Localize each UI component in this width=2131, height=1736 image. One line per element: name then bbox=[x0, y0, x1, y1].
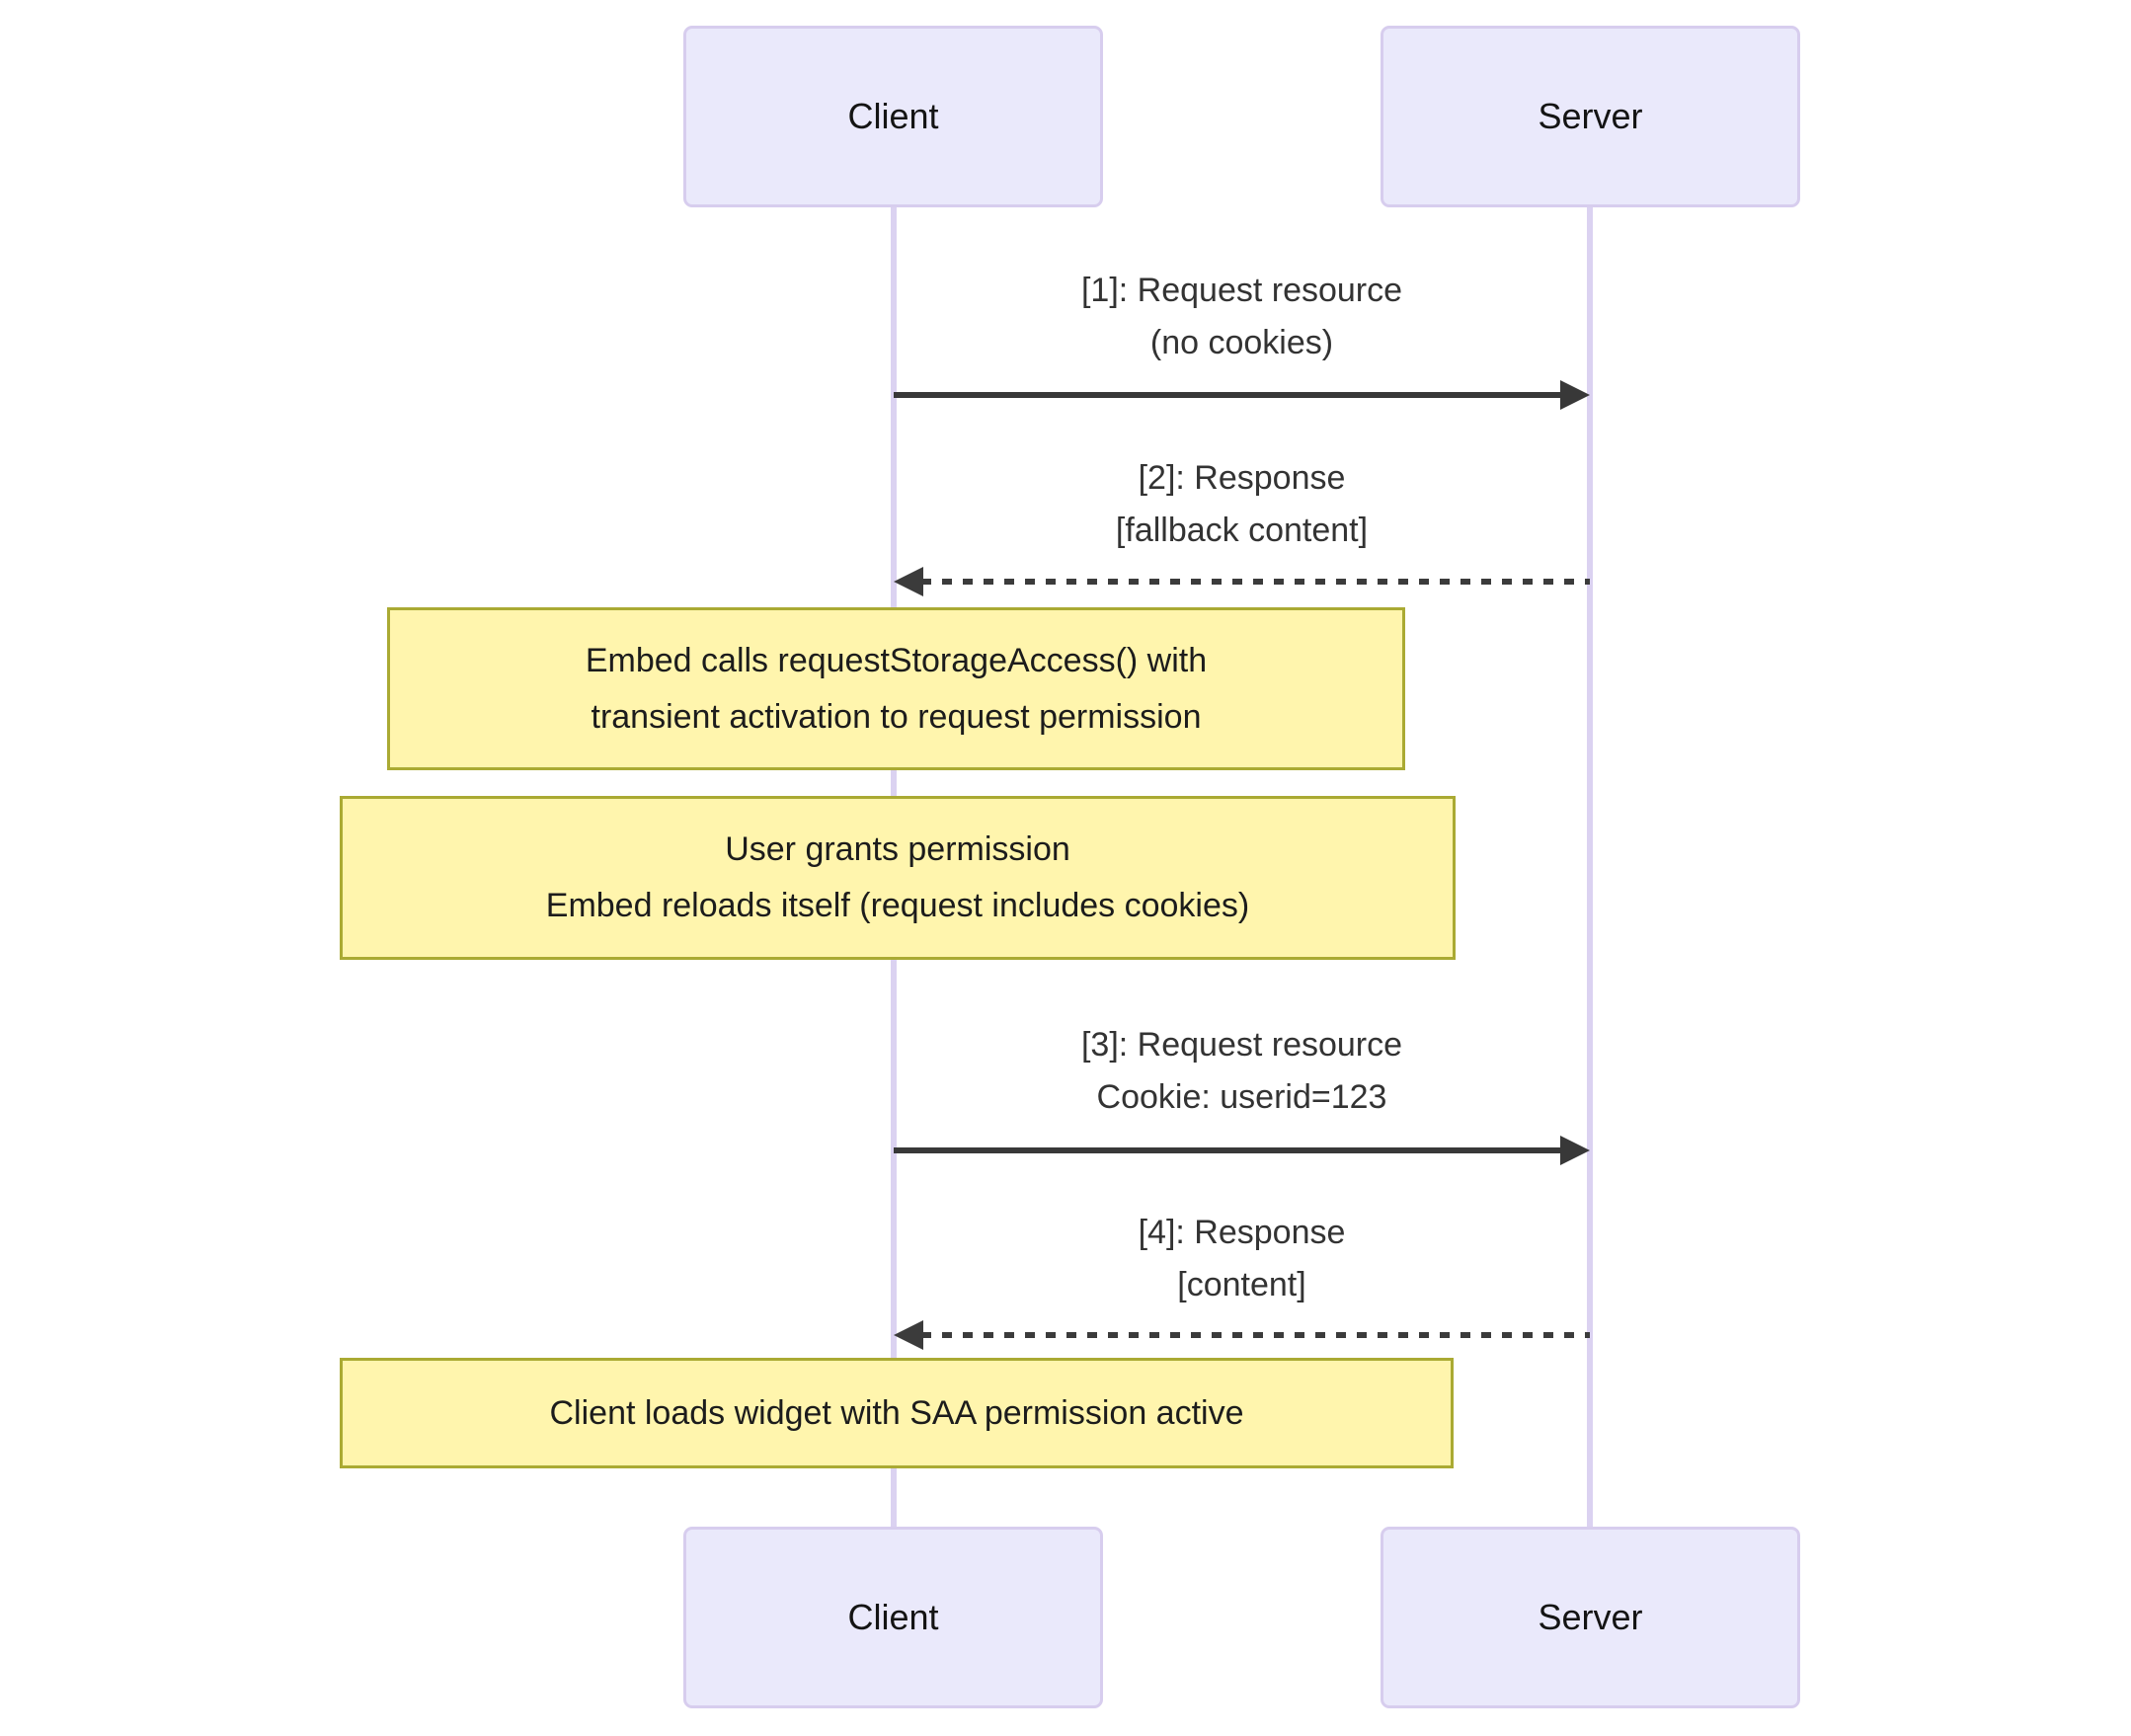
message-1-label: [1]: Request resource (no cookies) bbox=[894, 265, 1590, 369]
note-1-line-1: Embed calls requestStorageAccess() with bbox=[585, 641, 1208, 679]
server-lifeline bbox=[1587, 207, 1593, 1527]
message-2-line-2: [fallback content] bbox=[1115, 512, 1369, 549]
solid-line bbox=[894, 1147, 1562, 1153]
actor-box-server-bottom: Server bbox=[1381, 1527, 1800, 1708]
note-user-grants: User grants permission Embed reloads its… bbox=[340, 796, 1456, 960]
note-2-line-1: User grants permission bbox=[725, 830, 1070, 868]
note-3-line-1: Client loads widget with SAA permission … bbox=[549, 1393, 1244, 1432]
actor-label-client: Client bbox=[847, 96, 939, 136]
arrowhead-right-icon bbox=[1560, 1136, 1590, 1165]
message-2-label: [2]: Response [fallback content] bbox=[894, 452, 1590, 557]
actor-box-client-top: Client bbox=[683, 26, 1103, 207]
note-widget-loaded: Client loads widget with SAA permission … bbox=[340, 1358, 1454, 1468]
arrowhead-left-icon bbox=[894, 1320, 923, 1350]
message-3-label: [3]: Request resource Cookie: userid=123 bbox=[894, 1019, 1590, 1124]
message-1-line-2: (no cookies) bbox=[1149, 324, 1334, 361]
actor-label-server: Server bbox=[1538, 1597, 1643, 1637]
note-storage-access: Embed calls requestStorageAccess() with … bbox=[387, 607, 1405, 770]
dashed-line bbox=[921, 579, 1590, 585]
message-1-line-1: [1]: Request resource bbox=[1080, 272, 1403, 309]
message-3-line-1: [3]: Request resource bbox=[1080, 1026, 1403, 1064]
message-4-label: [4]: Response [content] bbox=[894, 1207, 1590, 1311]
note-1-line-2: transient activation to request permissi… bbox=[591, 697, 1202, 736]
arrowhead-left-icon bbox=[894, 567, 923, 596]
solid-line bbox=[894, 392, 1562, 398]
dashed-line bbox=[921, 1332, 1590, 1338]
message-4-line-2: [content] bbox=[1177, 1266, 1306, 1303]
note-2-line-2: Embed reloads itself (request includes c… bbox=[545, 887, 1250, 924]
actor-label-client: Client bbox=[847, 1597, 939, 1637]
actor-label-server: Server bbox=[1538, 96, 1643, 136]
message-2-line-1: [2]: Response bbox=[1138, 459, 1346, 497]
actor-box-server-top: Server bbox=[1381, 26, 1800, 207]
arrowhead-right-icon bbox=[1560, 380, 1590, 410]
message-3-line-2: Cookie: userid=123 bbox=[1096, 1078, 1387, 1116]
actor-box-client-bottom: Client bbox=[683, 1527, 1103, 1708]
message-4-line-1: [4]: Response bbox=[1138, 1214, 1346, 1251]
